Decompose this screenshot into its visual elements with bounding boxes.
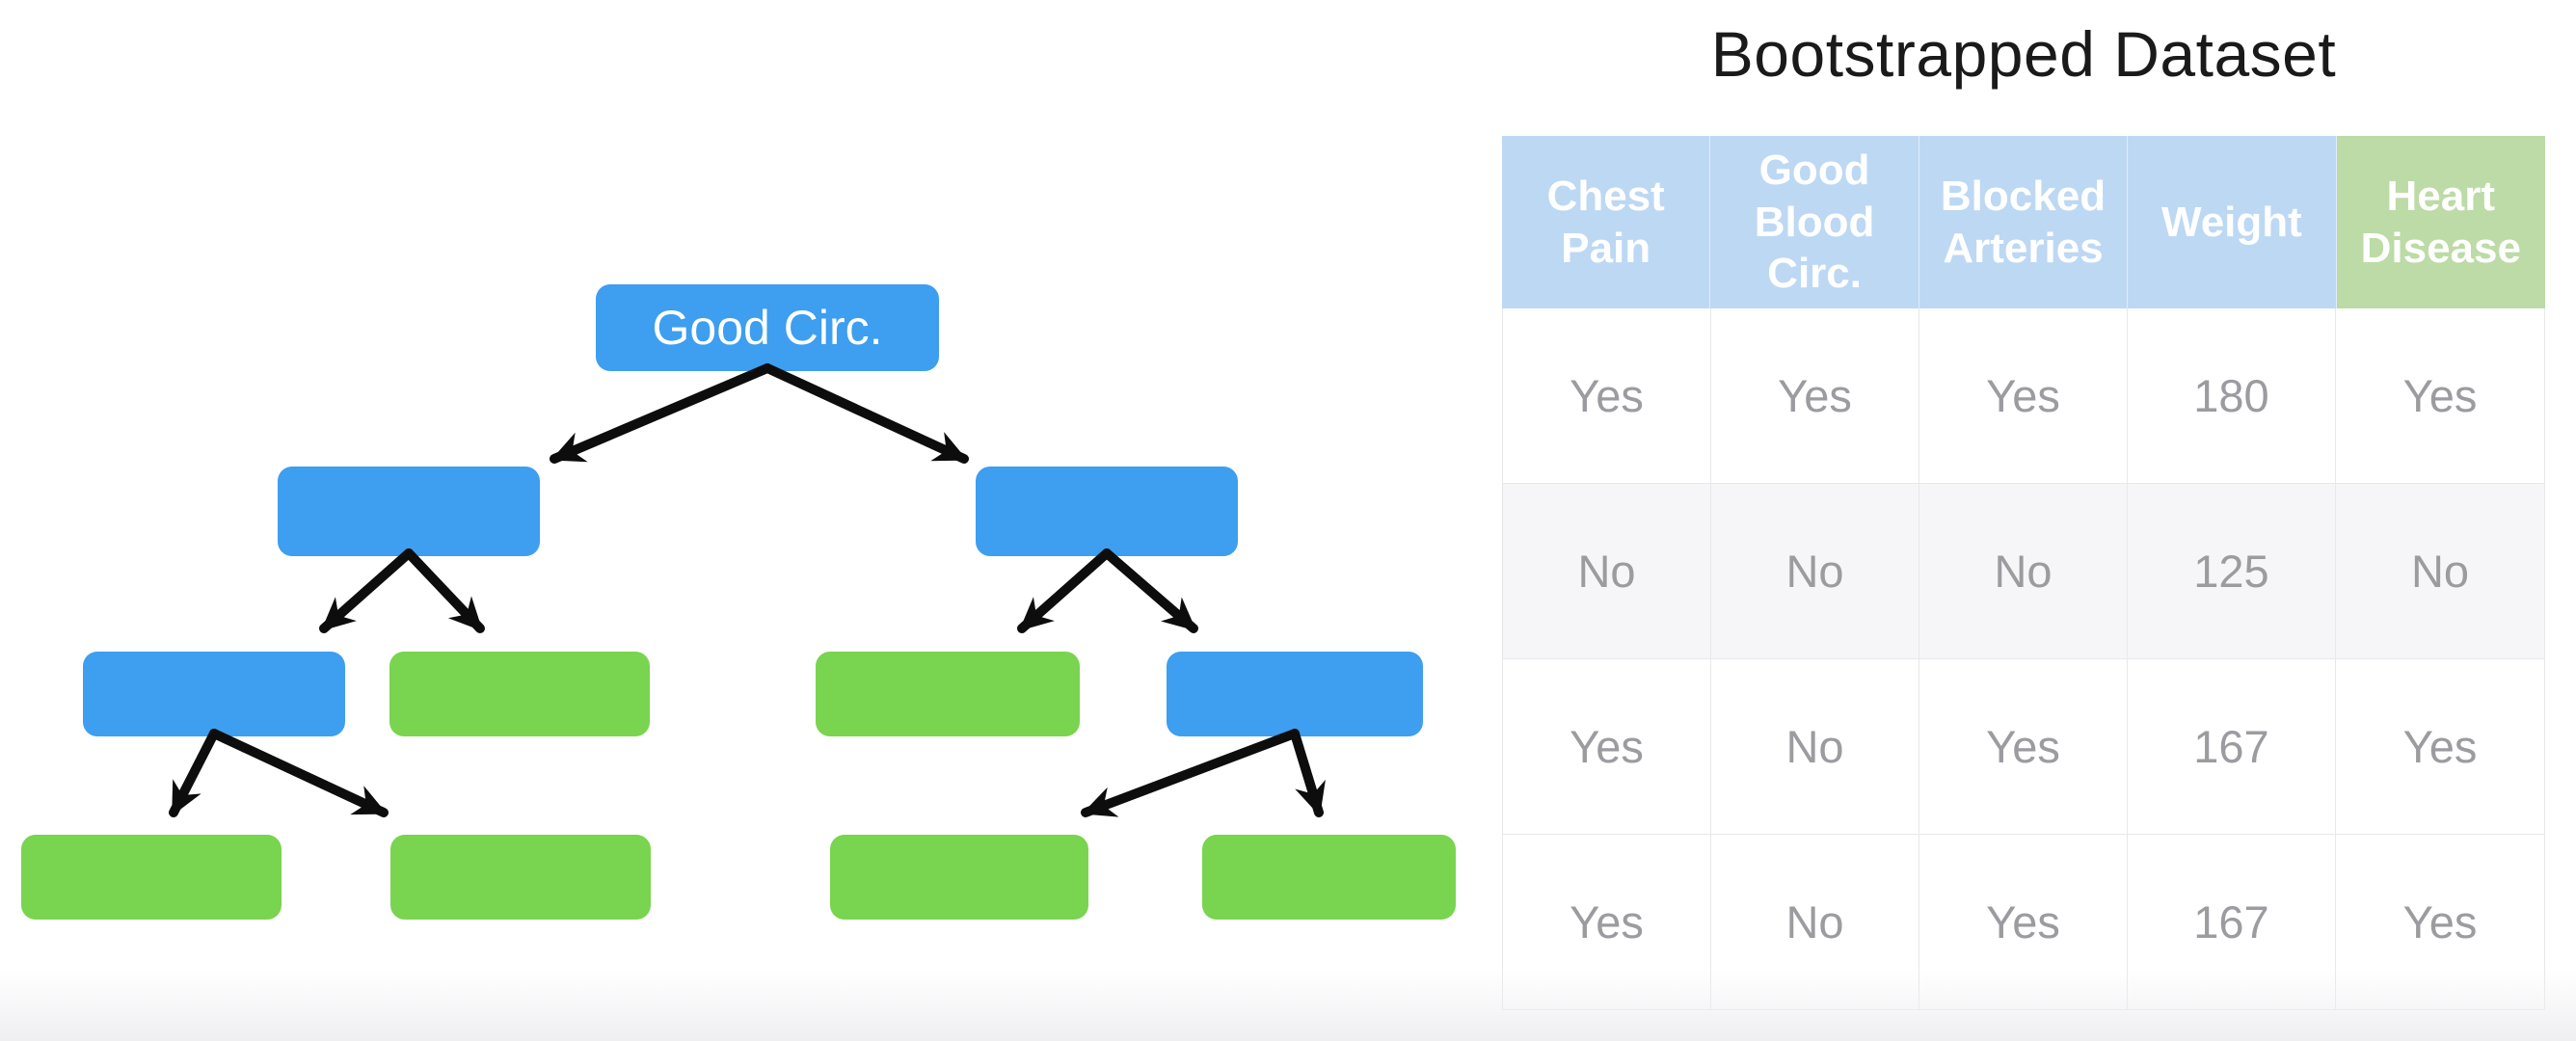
tree-node-l3-2: [389, 652, 650, 736]
tree-node-l4-2: [390, 835, 651, 920]
table-cell: 180: [2128, 308, 2336, 483]
table-cell: Yes: [1503, 308, 1711, 483]
table-cell: 167: [2128, 659, 2336, 834]
tree-node-root-label: Good Circ.: [652, 301, 883, 355]
table-cell: Yes: [2402, 896, 2478, 948]
table-cell: Yes: [1503, 835, 1711, 1009]
tree-node-l3-1: [83, 652, 345, 736]
arrow-l34-to-l4-3: [1081, 729, 1300, 817]
arrow-l2l-to-l3-2: [404, 548, 485, 633]
table-cell: Yes: [2402, 721, 2478, 772]
tree-node-l3-3: [816, 652, 1080, 736]
arrow-l31-to-l4-2: [209, 729, 389, 817]
tree-node-l2-left: [278, 467, 540, 556]
tree-node-l4-1: [21, 835, 282, 920]
column-header-good-blood-circ: Good Blood Circ.: [1710, 136, 1919, 308]
column-header-heart-disease: Heart Disease: [2336, 136, 2545, 308]
column-header-weight: Weight: [2128, 136, 2337, 308]
arrow-l31-to-l4-1: [169, 729, 219, 817]
table-cell: No: [1711, 484, 1919, 658]
arrow-root-to-l2-right: [763, 363, 969, 464]
tree-node-l4-4: [1202, 835, 1456, 920]
tree-node-root: Good Circ.: [596, 284, 939, 371]
table-cell: 125: [2128, 484, 2336, 658]
table-cell: Yes: [1711, 308, 1919, 483]
table-header-row: Chest Pain Good Blood Circ. Blocked Arte…: [1502, 136, 2545, 308]
table-cell: No: [1503, 484, 1711, 658]
table-cell: Yes: [2402, 370, 2478, 421]
table-cell: No: [1919, 484, 2128, 658]
arrow-l2l-to-l3-1: [319, 548, 414, 633]
table-cell: 167: [2128, 835, 2336, 1009]
arrow-l34-to-l4-4: [1290, 729, 1326, 817]
column-header-chest-pain: Chest Pain: [1502, 136, 1711, 308]
table-cell: Yes: [1503, 659, 1711, 834]
arrow-root-to-l2-left: [550, 363, 772, 464]
tree-node-l4-3: [830, 835, 1088, 920]
table-cell: Yes: [1919, 659, 2128, 834]
table-cell: No: [1711, 659, 1919, 834]
arrow-l2r-to-l3-3: [1017, 548, 1112, 633]
column-header-blocked-arteries: Blocked Arteries: [1919, 136, 2129, 308]
table-cell: Yes: [1919, 308, 2128, 483]
bootstrapped-table: Chest Pain Good Blood Circ. Blocked Arte…: [1502, 136, 2545, 1010]
table-cell: Yes: [1919, 835, 2128, 1009]
table-title: Bootstrapped Dataset: [1710, 18, 2337, 90]
table-cell: No: [2410, 546, 2470, 597]
tree-node-l2-right: [976, 467, 1238, 556]
arrow-l2r-to-l3-4: [1102, 548, 1198, 633]
table-cell: No: [1711, 835, 1919, 1009]
tree-node-l3-4: [1167, 652, 1423, 736]
